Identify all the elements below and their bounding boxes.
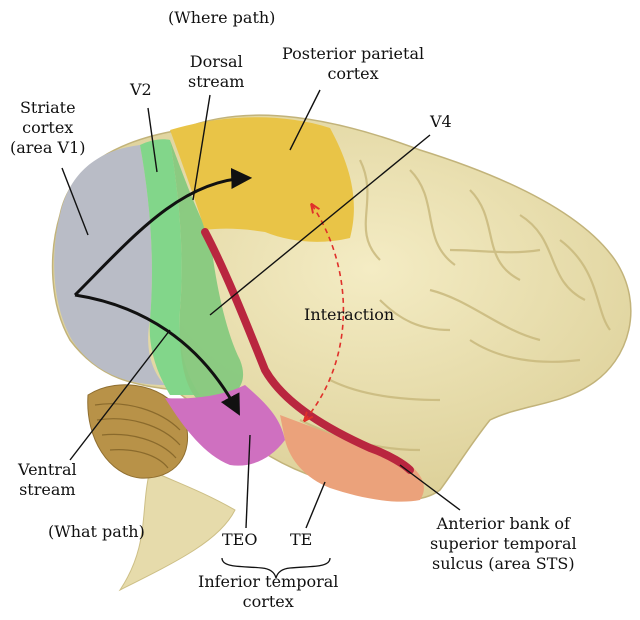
- leader-te: [306, 482, 325, 528]
- teo-label: TEO: [222, 530, 257, 550]
- interaction-label: Interaction: [304, 305, 394, 325]
- v4-label: V4: [430, 112, 452, 132]
- dorsal-stream-label: Dorsal stream: [188, 52, 244, 92]
- where-path-label: (Where path): [168, 8, 275, 28]
- what-path-label: (What path): [48, 522, 145, 542]
- v2-label: V2: [130, 80, 152, 100]
- posterior-parietal-label: Posterior parietal cortex: [282, 44, 424, 84]
- ventral-stream-label: Ventral stream: [18, 460, 77, 500]
- te-label: TE: [290, 530, 312, 550]
- sts-label: Anterior bank of superior temporal sulcu…: [430, 514, 577, 574]
- inferior-temporal-label: Inferior temporal cortex: [198, 572, 338, 612]
- striate-cortex-label: Striate cortex (area V1): [10, 98, 86, 158]
